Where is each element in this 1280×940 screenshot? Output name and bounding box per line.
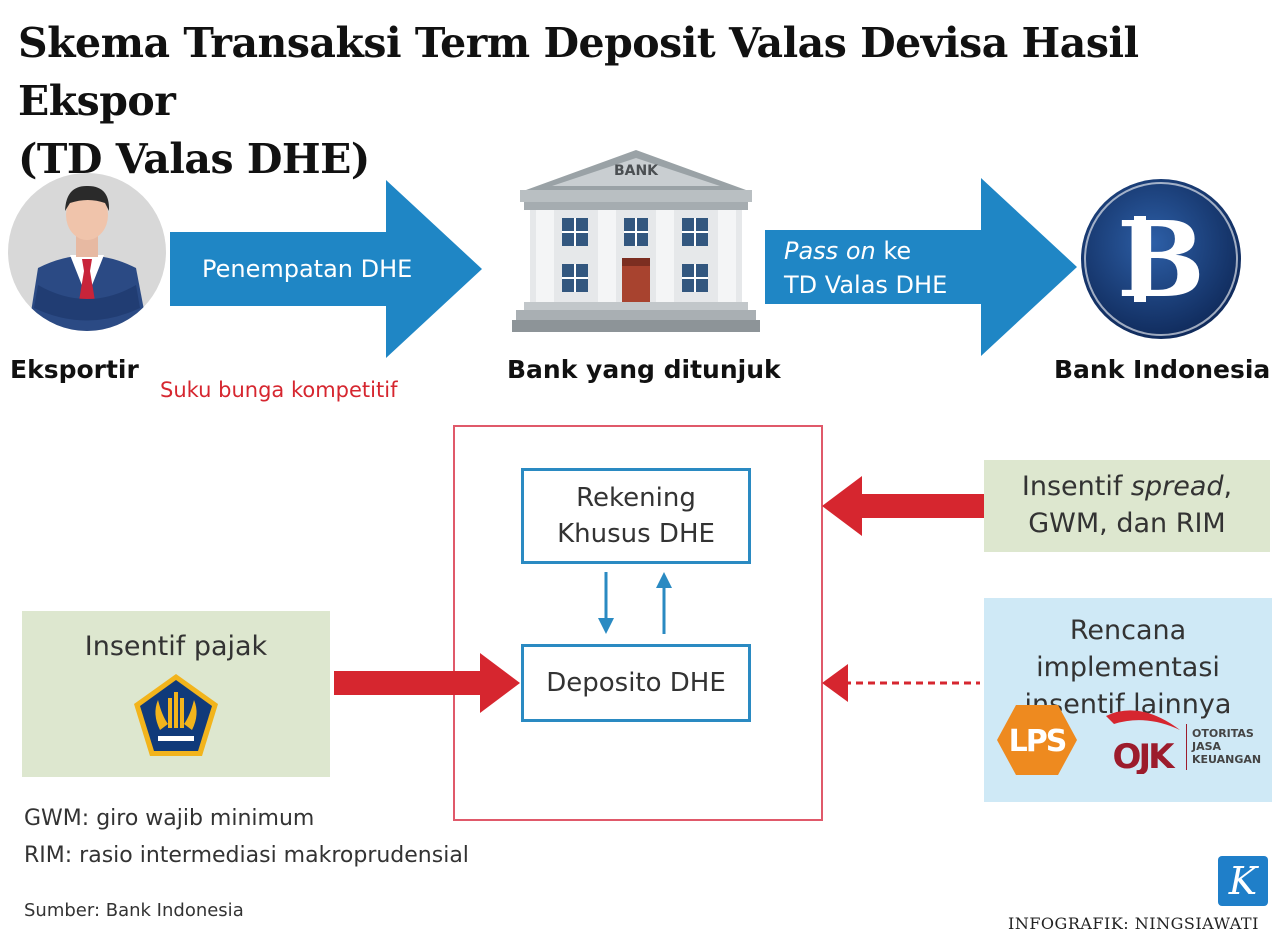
kompas-logo: K xyxy=(1218,856,1268,906)
ojk-wordmark: OTORITAS JASA KEUANGAN xyxy=(1192,727,1261,766)
pass-on-arrow-label: Pass on ke TD Valas DHE xyxy=(784,234,947,302)
source-note: Sumber: Bank Indonesia xyxy=(24,900,244,921)
pass-on-arrow xyxy=(765,178,1077,356)
spread-prefix: Insentif xyxy=(1021,471,1131,502)
special-account-line2: Khusus DHE xyxy=(557,519,715,549)
bi-label: Bank Indonesia xyxy=(1054,355,1271,384)
bank-account-frame xyxy=(453,425,823,821)
interest-note: Suku bunga kompetitif xyxy=(160,378,398,402)
placement-arrow xyxy=(170,180,482,358)
svg-text:LPS: LPS xyxy=(1009,724,1066,759)
deposit-box: Deposito DHE xyxy=(521,644,751,722)
account-deposit-arrows xyxy=(594,570,676,636)
pass-on-rest: ke xyxy=(875,237,912,265)
title-line-1: Skema Transaksi Term Deposit Valas Devis… xyxy=(18,19,1139,125)
exporter-avatar xyxy=(8,173,166,331)
plan-line1: Rencana implementasi xyxy=(1036,615,1220,683)
ojk-logo: OJK xyxy=(1100,706,1184,774)
spread-incentive-box: Insentif spread, GWM, dan RIM xyxy=(984,460,1270,552)
special-account-box: Rekening Khusus DHE xyxy=(521,468,751,564)
spread-line2: GWM, dan RIM xyxy=(1028,508,1226,539)
bank-building-icon xyxy=(512,148,760,333)
gwm-note: GWM: giro wajib minimum xyxy=(24,806,315,831)
abbreviation-notes: GWM: giro wajib minimum RIM: rasio inter… xyxy=(24,800,469,874)
placement-arrow-label: Penempatan DHE xyxy=(202,255,413,283)
tax-incentive-arrow xyxy=(334,647,520,719)
bank-indonesia-logo: B xyxy=(1080,178,1242,340)
bank-sign: BANK xyxy=(613,163,659,179)
tax-incentive-label: Insentif pajak xyxy=(84,631,268,662)
svg-text:OJK: OJK xyxy=(1113,737,1177,774)
lps-logo: LPS xyxy=(996,704,1078,776)
exporter-label: Eksportir xyxy=(10,355,139,384)
ojk-divider xyxy=(1186,724,1187,770)
page-title: Skema Transaksi Term Deposit Valas Devis… xyxy=(18,14,1268,188)
ojk-line3: KEUANGAN xyxy=(1192,753,1262,766)
special-account-line1: Rekening xyxy=(576,483,696,513)
bank-label: Bank yang ditunjuk xyxy=(507,355,781,384)
spread-incentive-arrow xyxy=(822,470,984,542)
other-incentives-arrow xyxy=(822,660,982,706)
ojk-line1: OTORITAS xyxy=(1192,727,1254,740)
pass-on-line2: TD Valas DHE xyxy=(784,271,948,299)
spread-suffix: , xyxy=(1223,471,1233,502)
pass-on-italic: Pass on xyxy=(784,237,876,265)
tax-office-emblem xyxy=(132,672,220,758)
svg-text:B: B xyxy=(1117,198,1205,321)
ojk-line2: JASA xyxy=(1192,740,1222,753)
spread-italic: spread xyxy=(1130,471,1224,502)
rim-note: RIM: rasio intermediasi makroprudensial xyxy=(24,843,469,868)
infographic-credit: INFOGRAFIK: NINGSIAWATI xyxy=(1008,914,1259,933)
